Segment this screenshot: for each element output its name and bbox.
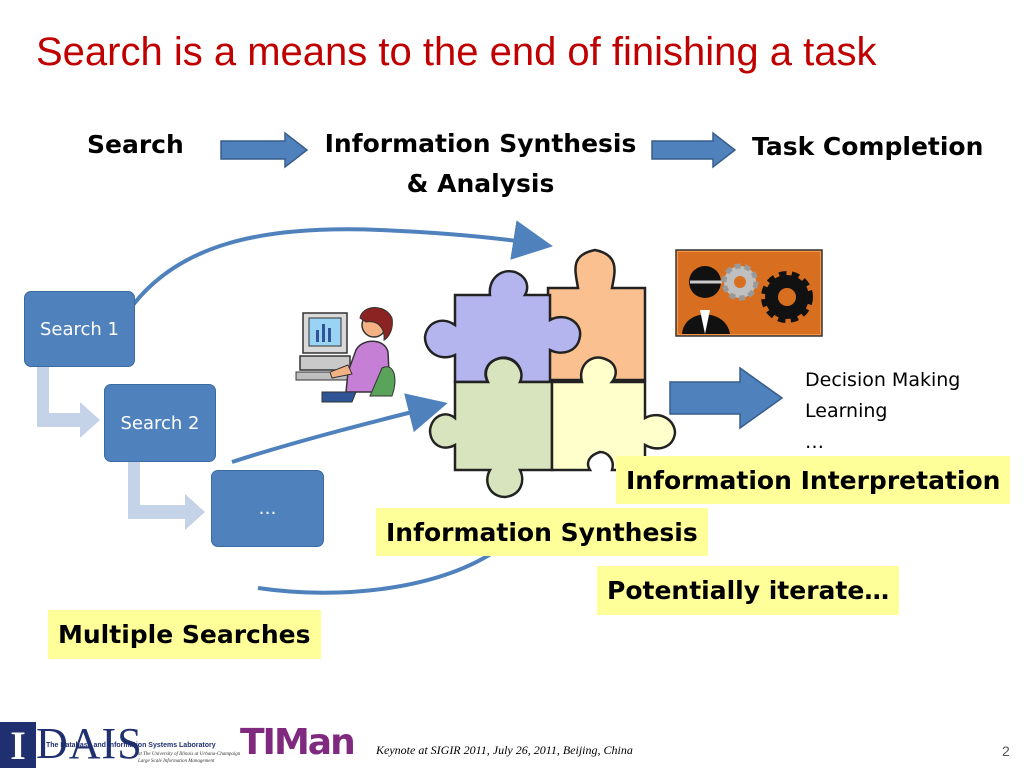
- gears-businessman-icon: [675, 249, 823, 337]
- curve-arrow-bottom: [257, 546, 502, 595]
- curve-arrow-middle: [231, 393, 448, 464]
- curve-arrow-top: [131, 220, 553, 307]
- callout-information-interpretation: Information Interpretation: [616, 456, 1011, 504]
- callout-potentially-iterate: Potentially iterate…: [597, 566, 900, 615]
- connector-2: [128, 460, 205, 530]
- timan-logo: TIMan: [240, 722, 356, 763]
- callout-multiple-searches: Multiple Searches: [48, 610, 321, 659]
- outcome-decision-making: Decision Making: [805, 369, 961, 391]
- search-2-box: Search 2: [104, 384, 216, 462]
- footer-note: Keynote at SIGIR 2011, July 26, 2011, Be…: [376, 743, 633, 757]
- search-more-box: …: [211, 470, 324, 547]
- flow-synthesis-line1: Information Synthesis: [324, 129, 637, 158]
- flow-synthesis-line2: & Analysis: [406, 169, 555, 198]
- outcome-learning: Learning: [805, 400, 888, 422]
- lab-sub: at The University of Illinois at Urbana-…: [138, 752, 241, 757]
- connector-1: [37, 367, 100, 438]
- outcome-arrow: [669, 366, 784, 430]
- slide-title: Search is a means to the end of finishin…: [36, 30, 877, 74]
- outcome-more: …: [805, 431, 824, 453]
- flow-arrow-1: [220, 131, 309, 169]
- flow-arrow-2: [651, 131, 737, 169]
- lab-sub2: Large Scale Information Management: [138, 759, 215, 764]
- puzzle-piece-yellow: [550, 356, 677, 472]
- search-more-label: …: [258, 498, 277, 519]
- lab-name: The Database and Information Systems Lab…: [46, 742, 216, 749]
- puzzle-icon: [423, 248, 677, 499]
- dais-logo-text: DAIS: [36, 719, 143, 768]
- person-computer-icon: [295, 307, 396, 403]
- search-1-label: Search 1: [39, 318, 119, 340]
- search-2-label: Search 2: [120, 412, 200, 434]
- flow-synthesis-label: Information Synthesis & Analysis: [318, 124, 643, 204]
- search-1-box: Search 1: [24, 291, 135, 367]
- callout-information-synthesis: Information Synthesis: [376, 508, 708, 556]
- page-number: 2: [1002, 743, 1010, 759]
- puzzle-piece-green: [428, 356, 554, 499]
- flow-search-label: Search: [87, 130, 184, 159]
- outcomes-list: Decision Making Learning …: [805, 365, 960, 458]
- flow-task-completion-label: Task Completion: [752, 132, 984, 161]
- dais-logo-i: I: [0, 722, 36, 768]
